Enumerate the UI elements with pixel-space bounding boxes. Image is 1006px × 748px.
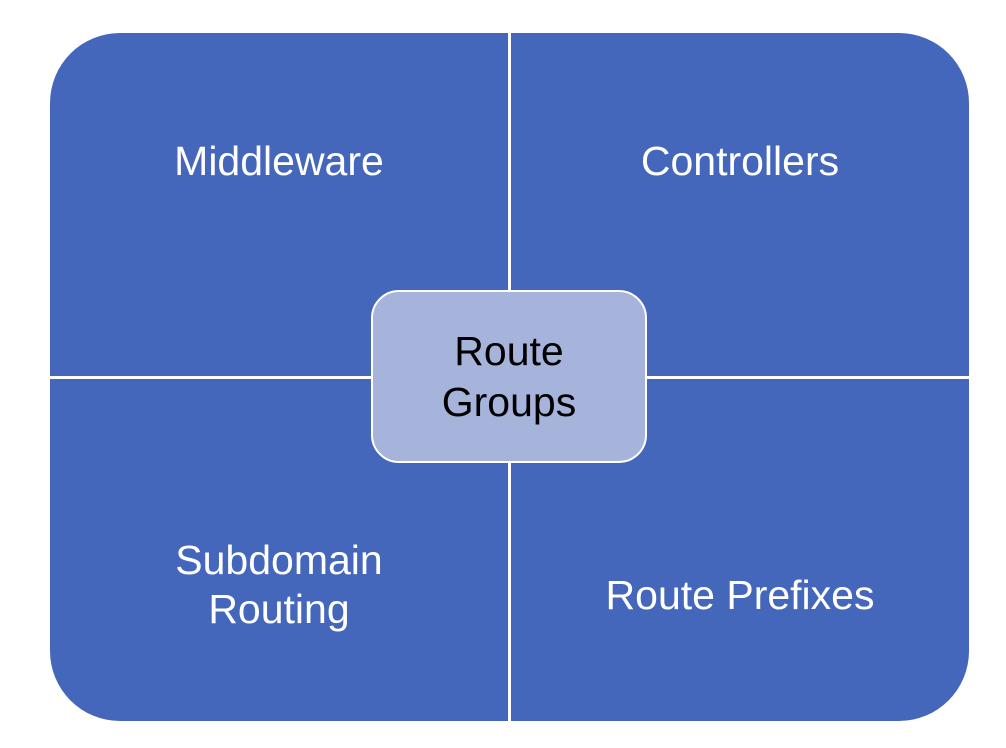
- quadrant-label-middleware: Middleware: [174, 138, 384, 184]
- quadrant-middleware: Middleware: [50, 33, 508, 376]
- center-node-label: Route Groups: [441, 328, 577, 425]
- quadrant-label-subdomain-routing: Subdomain Routing: [175, 537, 383, 633]
- route-groups-diagram: Middleware Controllers Subdomain Routing…: [50, 33, 969, 721]
- quadrant-label-controllers: Controllers: [640, 138, 840, 184]
- quadrant-label-route-prefixes: Route Prefixes: [605, 572, 875, 618]
- center-node-route-groups: Route Groups: [371, 290, 647, 463]
- quadrant-subdomain-routing: Subdomain Routing: [50, 379, 508, 721]
